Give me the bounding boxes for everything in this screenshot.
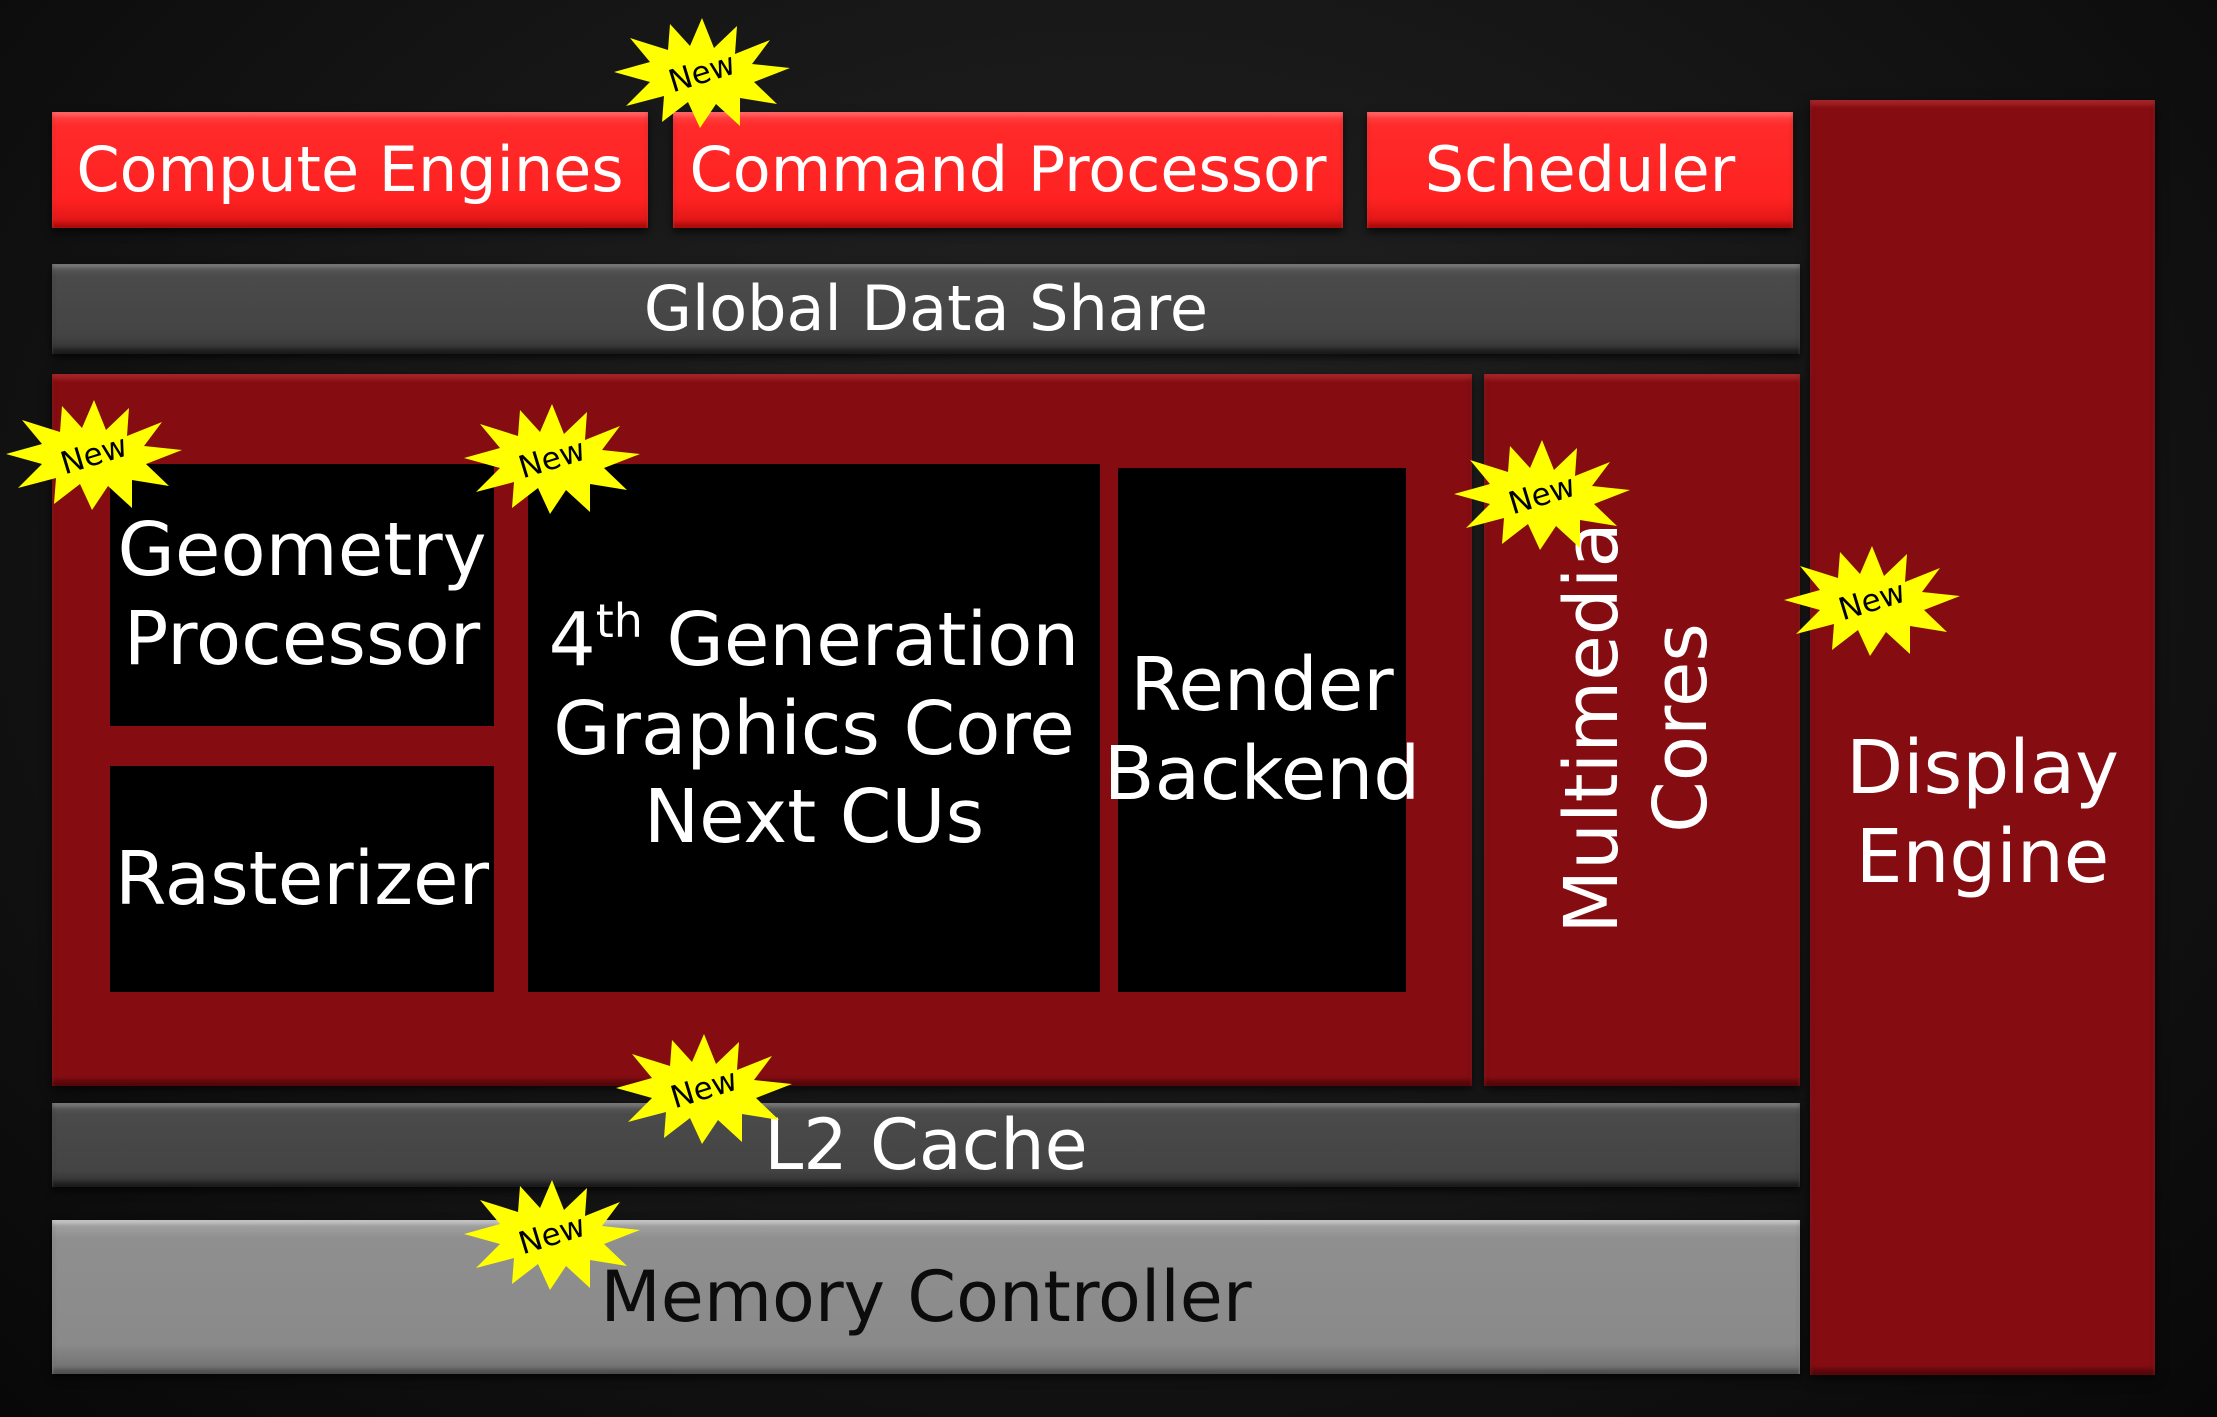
new-badge-multimedia-cores: New — [1452, 440, 1632, 550]
starburst-icon — [6, 400, 182, 510]
global-data-share-bar: Global Data Share — [52, 264, 1800, 354]
scheduler-block: Scheduler — [1367, 112, 1793, 228]
graphics-core-label-line2: Graphics Core — [553, 685, 1075, 772]
memory-controller-label: Memory Controller — [600, 1256, 1252, 1338]
l2-cache-bar: L2 Cache — [52, 1103, 1800, 1187]
render-backend-label-line2: Backend — [1103, 731, 1421, 817]
rasterizer-block: Rasterizer — [110, 766, 494, 992]
graphics-core-label-line3: Next CUs — [643, 774, 985, 861]
new-badge-geometry-processor: New — [4, 400, 184, 510]
render-backend-label-line1: Render — [1130, 642, 1394, 729]
geometry-processor-block: Geometry Processor — [110, 464, 494, 726]
new-badge-command-processor: New — [612, 18, 792, 128]
display-engine-label-line1: Display — [1846, 724, 2119, 811]
starburst-icon — [464, 404, 640, 514]
l2-cache-label: L2 Cache — [764, 1104, 1088, 1186]
starburst-icon — [1784, 546, 1960, 656]
compute-engines-label: Compute Engines — [76, 133, 624, 206]
command-processor-block: Command Processor — [673, 112, 1343, 228]
starburst-icon — [464, 1180, 640, 1290]
scheduler-label: Scheduler — [1424, 133, 1736, 206]
geometry-processor-label-line2: Processor — [123, 596, 481, 682]
starburst-icon — [616, 1034, 792, 1144]
starburst-icon — [1454, 440, 1630, 550]
starburst-icon — [614, 18, 790, 128]
command-processor-label: Command Processor — [689, 133, 1327, 206]
display-engine-block: Display Engine — [1810, 100, 2155, 1375]
new-badge-memory-controller: New — [462, 1180, 642, 1290]
display-engine-label-line2: Engine — [1855, 813, 2110, 900]
render-backend-block: Render Backend — [1104, 468, 1420, 992]
geometry-processor-label-line1: Geometry — [117, 507, 487, 594]
new-badge-graphics-core: New — [462, 404, 642, 514]
global-data-share-label: Global Data Share — [643, 272, 1209, 345]
new-badge-l2-cache: New — [614, 1034, 794, 1144]
graphics-core-cus-block: 4th Generation Graphics Core Next CUs — [528, 464, 1100, 992]
new-badge-display-engine: New — [1782, 546, 1962, 656]
compute-engines-block: Compute Engines — [52, 112, 648, 228]
graphics-core-label-line1: 4th Generation — [548, 593, 1080, 683]
multimedia-cores-label-line2: Cores — [1637, 623, 1724, 833]
memory-controller-bar: Memory Controller — [52, 1220, 1800, 1374]
rasterizer-label: Rasterizer — [114, 835, 489, 922]
